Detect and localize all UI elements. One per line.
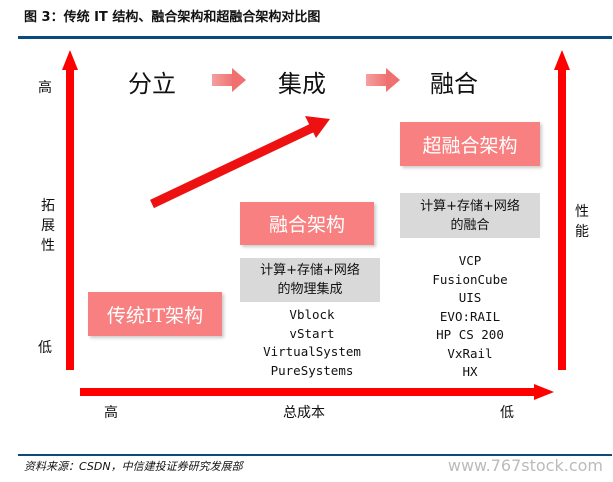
y-axis-arrow (62, 50, 78, 370)
top-rule (18, 36, 612, 39)
product-item: Vblock (289, 307, 335, 322)
traditional-it-box: 传统IT架构 (88, 292, 222, 336)
converged-box: 融合架构 (240, 202, 374, 245)
product-item: HP CS 200 (436, 327, 504, 342)
converged-products: Vblock vStart VirtualSystem PureSystems (232, 306, 392, 380)
stage-arrow-1 (212, 68, 246, 92)
product-item: VxRail (447, 345, 493, 361)
product-item: VirtualSystem (263, 344, 361, 359)
source-note: 资料来源：CSDN，中信建投证券研究发展部 (24, 460, 243, 473)
product-item: HX (462, 364, 478, 379)
x-axis-arrow (80, 384, 554, 400)
x-axis-label: 总成本 (283, 405, 325, 421)
converged-desc-line: 的物理集成 (277, 282, 343, 297)
converged-desc: 计算+存储+网络 的物理集成 (240, 258, 380, 302)
hyperconverged-box: 超融合架构 (400, 122, 540, 166)
product-item: VCP (458, 253, 482, 268)
x-axis-low: 低 (500, 405, 514, 421)
y-axis-label: 拓展性 (41, 198, 55, 254)
performance-label: 性能 (575, 204, 589, 240)
hyperconverged-products: VCP FusionCube UIS EVO:RAIL HP CS 200 Vx… (390, 252, 550, 382)
trend-arrow (150, 116, 330, 209)
hyperconverged-desc: 计算+存储+网络 的融合 (400, 193, 540, 238)
product-item: EVO:RAIL (439, 308, 501, 324)
y-axis-low: 低 (38, 340, 52, 356)
x-axis-high: 高 (104, 405, 118, 421)
product-item: PureSystems (270, 362, 354, 378)
figure-title: 图 3：传统 IT 结构、融合架构和超融合架构对比图 (24, 10, 321, 25)
hyperconverged-desc-line: 计算+存储+网络 (420, 198, 520, 214)
performance-axis-arrow (554, 50, 570, 370)
product-item: UIS (458, 290, 482, 305)
watermark: www.767stock.com (447, 456, 603, 475)
stage-arrow-2 (366, 68, 400, 92)
y-axis-high: 高 (38, 80, 52, 96)
converged-desc-line: 计算+存储+网络 (260, 263, 360, 278)
product-item: vStart (289, 325, 335, 341)
stage-converged: 融合 (430, 70, 478, 98)
stage-integrated: 集成 (278, 70, 326, 98)
product-item: FusionCube (432, 271, 508, 287)
hyperconverged-desc-line: 的融合 (450, 217, 490, 233)
bottom-rule (18, 454, 612, 456)
stage-discrete: 分立 (128, 70, 176, 98)
